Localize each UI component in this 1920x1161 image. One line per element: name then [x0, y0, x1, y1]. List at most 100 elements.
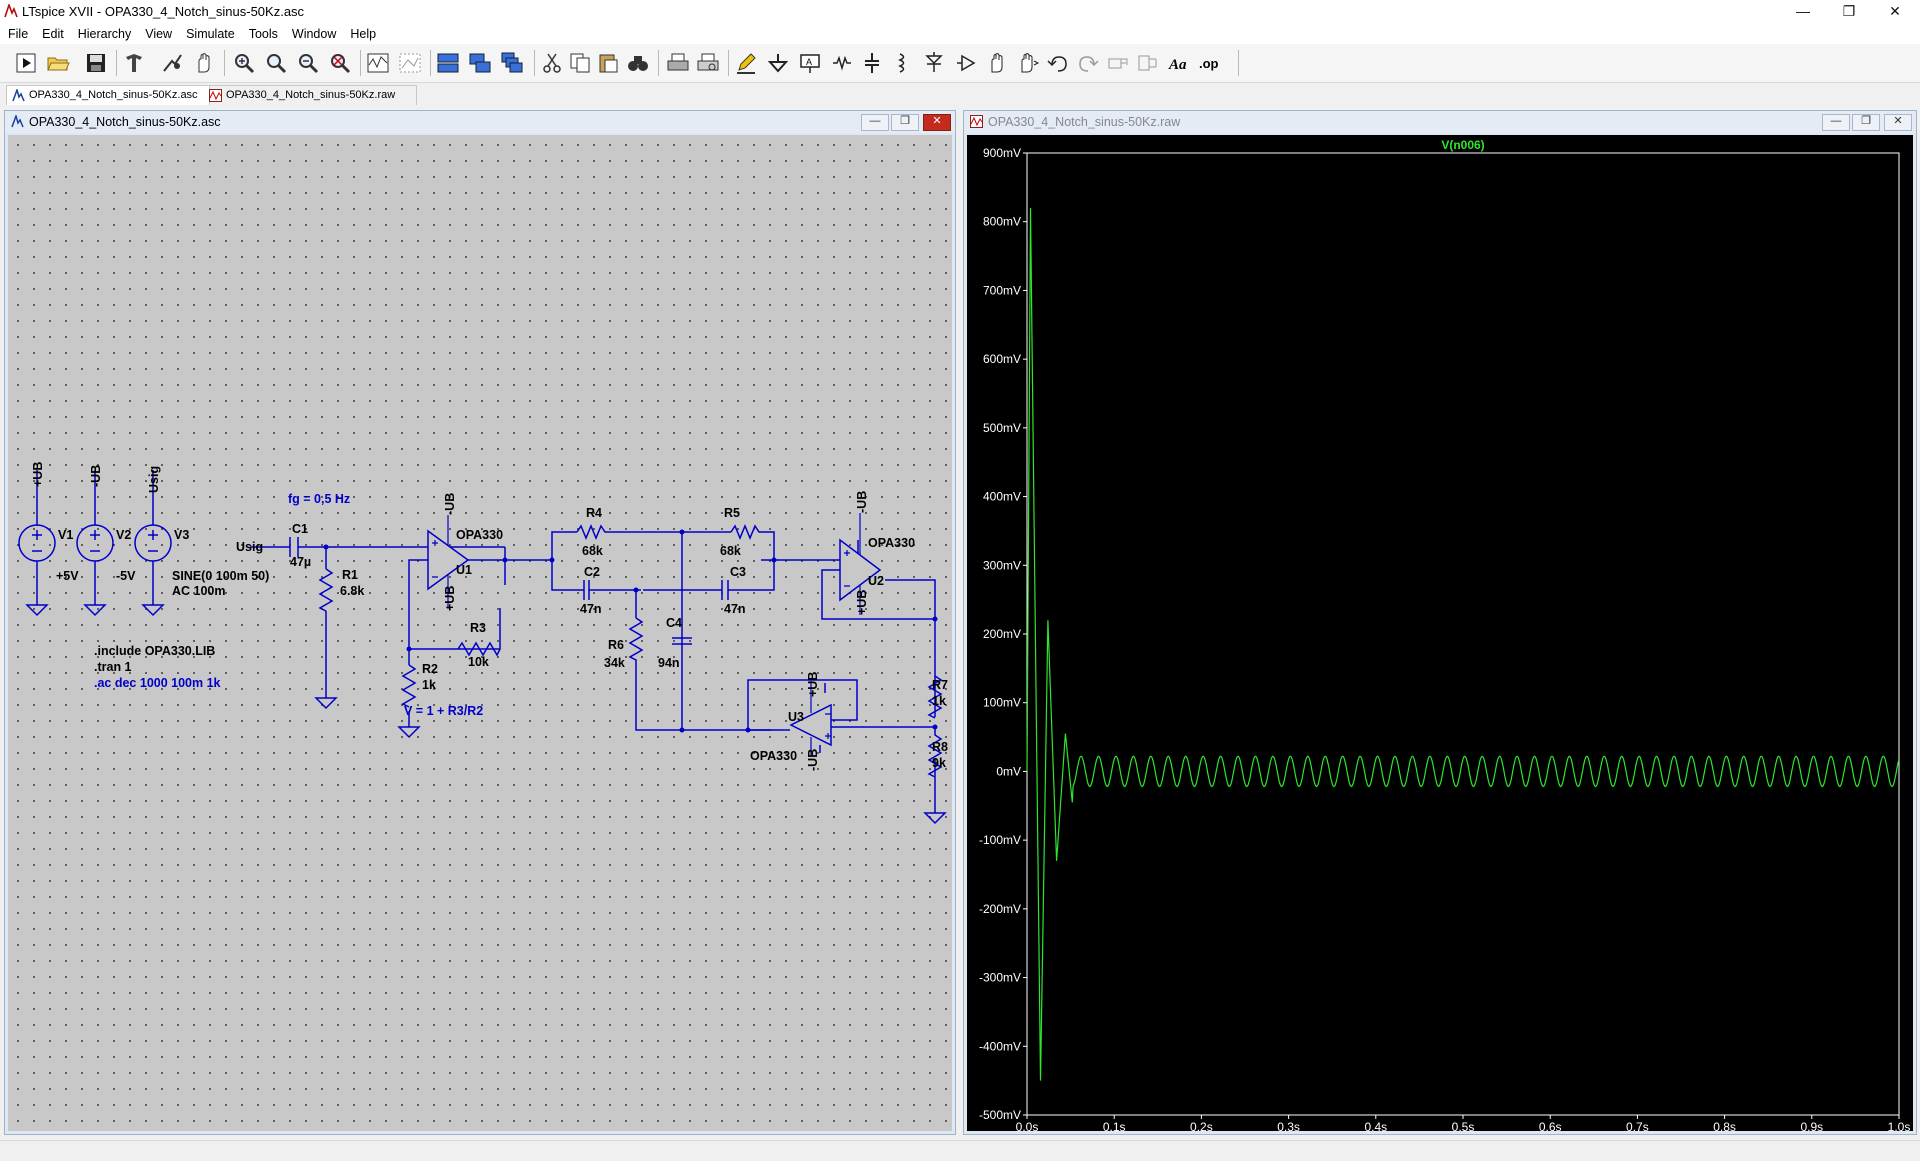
tab-schematic[interactable]: OPA330_4_Notch_sinus-50Kz.asc [6, 85, 210, 105]
print-icon[interactable] [666, 51, 692, 75]
waveform-chart: V(n006) 900mV800mV700mV600mV500mV400mV30… [979, 138, 1910, 1131]
label-u3-plus-ub: +UB [806, 672, 820, 697]
zoom-back-icon[interactable] [296, 51, 322, 75]
copy-icon[interactable] [568, 51, 594, 75]
text-icon[interactable]: Aa [1168, 51, 1194, 75]
close-icon: ✕ [932, 115, 942, 127]
diode-icon[interactable] [922, 51, 948, 75]
redo-icon[interactable] [1076, 51, 1102, 75]
cut-icon[interactable] [540, 51, 566, 75]
halt-icon[interactable] [160, 51, 186, 75]
label-u3-opamp: OPA330 [750, 749, 797, 763]
label-r4-value: 68k [582, 544, 603, 558]
resistor-icon[interactable] [830, 51, 856, 75]
zoom-in-icon[interactable] [232, 51, 258, 75]
menu-window[interactable]: Window [291, 27, 337, 41]
label-u2-plus-ub: +UB [855, 590, 869, 615]
undo-icon[interactable] [1046, 51, 1072, 75]
minimize-button[interactable]: — [1780, 0, 1826, 24]
label-u1-plus-ub: +UB [443, 586, 457, 611]
schematic-close-button[interactable]: ✕ [923, 114, 951, 131]
menu-tools[interactable]: Tools [248, 27, 278, 41]
menu-view[interactable]: View [145, 27, 173, 41]
x-tick-label: 0.6s [1539, 1120, 1562, 1131]
waveform-minimize-button[interactable]: — [1822, 114, 1850, 131]
label-v3-value2: AC 100m [172, 584, 226, 598]
restore-button[interactable]: ❐ [1826, 0, 1872, 24]
label-fg: fg = 0,5 Hz [288, 492, 350, 506]
label-c3-value: 47n [724, 602, 746, 616]
label-r1-value: 6.8k [340, 584, 364, 598]
menu-help[interactable]: Help [350, 27, 377, 41]
save-icon[interactable] [84, 51, 110, 75]
y-tick-label: -100mV [979, 833, 1021, 847]
rotate-icon[interactable] [1106, 51, 1132, 75]
voltage-sources [18, 524, 947, 825]
plot-frame [1026, 152, 1900, 1116]
schematic-canvas[interactable]: +UB -UB Usig V1 V2 V3 +5V -5V SINE(0 100… [8, 135, 952, 1131]
label-icon[interactable]: A [798, 51, 824, 75]
label-r7-value: 1k [932, 694, 946, 708]
label-u3-minus-ub: -UB [806, 749, 820, 771]
directive-include: .include OPA330.LIB [94, 644, 215, 658]
close-button[interactable]: ✕ [1872, 0, 1918, 24]
label-r1: R1 [342, 568, 358, 582]
label-usig: Usig [236, 540, 263, 554]
drag-icon[interactable] [1016, 51, 1042, 75]
label-r7: R7 [932, 678, 948, 692]
capacitor-icon[interactable] [860, 51, 886, 75]
label-v1-value: +5V [56, 569, 79, 583]
minimize-icon: — [1830, 115, 1842, 127]
x-tick-label: 0.1s [1103, 1120, 1126, 1131]
tab-waveform[interactable]: OPA330_4_Notch_sinus-50Kz.raw [204, 85, 417, 105]
run-icon[interactable] [14, 51, 40, 75]
waveform-close-button[interactable]: ✕ [1884, 114, 1912, 131]
component-icon[interactable] [954, 51, 980, 75]
spice-directive-icon[interactable]: .op [1198, 51, 1224, 75]
pan-icon[interactable] [192, 51, 218, 75]
inductor-icon[interactable] [890, 51, 916, 75]
tab-label: OPA330_4_Notch_sinus-50Kz.asc [29, 89, 198, 101]
open-icon[interactable] [46, 51, 72, 75]
schematic-minimize-button[interactable]: — [861, 114, 889, 131]
control-panel-icon[interactable] [122, 51, 148, 75]
ground-icon[interactable] [766, 51, 792, 75]
svg-text:A: A [806, 57, 812, 67]
waveform-restore-button[interactable]: ❐ [1852, 114, 1880, 131]
label-r3-value: 10k [468, 655, 489, 669]
menu-simulate[interactable]: Simulate [186, 27, 235, 41]
y-tick-label: 0mV [996, 764, 1021, 778]
label-c3: C3 [730, 565, 746, 579]
label-minus-ub-v2: -UB [89, 465, 103, 487]
zoom-fit-icon[interactable] [328, 51, 354, 75]
tile-horizontal-icon[interactable] [436, 51, 462, 75]
zoom-out-icon[interactable] [264, 51, 290, 75]
mirror-icon[interactable] [1136, 51, 1162, 75]
tile-vertical-icon[interactable] [468, 51, 494, 75]
label-usig-v3: Usig [147, 466, 161, 493]
label-u1-minus-ub: -UB [443, 493, 457, 515]
schematic-icon [11, 115, 24, 128]
label-r5: R5 [724, 506, 740, 520]
cascade-icon[interactable] [500, 51, 526, 75]
label-r6-value: 34k [604, 656, 625, 670]
pencil-icon[interactable] [734, 51, 760, 75]
move-icon[interactable] [986, 51, 1012, 75]
find-icon[interactable] [626, 51, 652, 75]
menu-edit[interactable]: Edit [42, 27, 64, 41]
y-tick-label: -500mV [979, 1108, 1021, 1122]
menu-file[interactable]: File [8, 27, 29, 41]
autorange-icon[interactable] [366, 51, 392, 75]
title-bar: LTspice XVII - OPA330_4_Notch_sinus-50Kz… [0, 0, 1920, 24]
label-v1: V1 [58, 528, 73, 542]
menu-hierarchy[interactable]: Hierarchy [77, 27, 132, 41]
paste-icon[interactable] [596, 51, 622, 75]
menu-bar: File Edit Hierarchy View Simulate Tools Window… [0, 24, 1920, 44]
print-preview-icon[interactable] [696, 51, 722, 75]
x-tick-label: 0.9s [1800, 1120, 1823, 1131]
schematic-restore-button[interactable]: ❐ [891, 114, 919, 131]
label-r6: R6 [608, 638, 624, 652]
label-r3: R3 [470, 621, 486, 635]
grid-icon[interactable] [398, 51, 424, 75]
